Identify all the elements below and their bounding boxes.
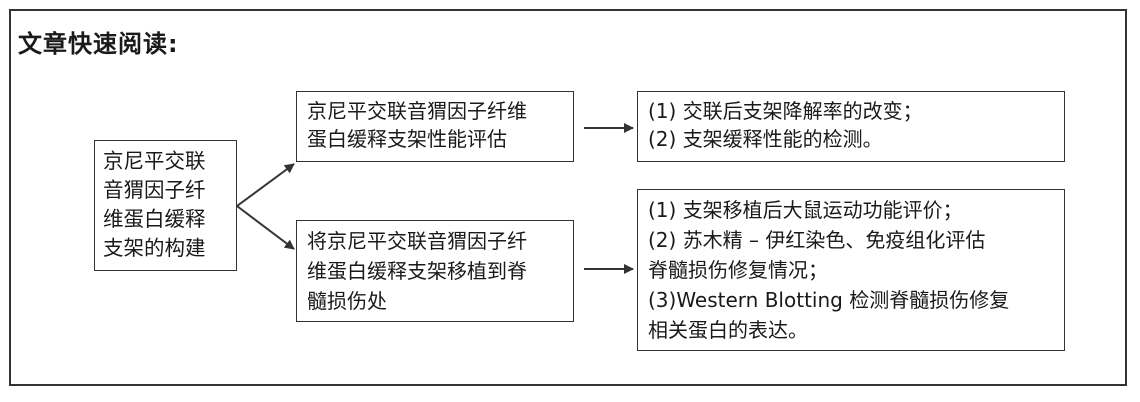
box-line: 支架的构建 [103,236,206,260]
box-line: (3)Western Blotting 检测脊髓损伤修复 [648,288,1010,312]
box-line: (2) 支架缓释性能的检测。 [648,127,883,151]
box-line: 相关蛋白的表达。 [648,318,808,342]
box-line: 京尼平交联音猬因子纤维 [307,99,527,123]
evaluation-items-box: (1) 交联后支架降解率的改变； (2) 支架缓释性能的检测。 [637,91,1065,162]
box-line: 京尼平交联 [103,149,206,173]
box-line: (1) 支架移植后大鼠运动功能评价； [648,198,963,222]
diagram-frame [9,9,1127,386]
implantation-box: 将京尼平交联音猬因子纤 维蛋白缓释支架移植到脊 髓损伤处 [296,220,574,322]
box-line: (1) 交联后支架降解率的改变； [648,99,923,123]
construction-box: 京尼平交联 音猬因子纤 维蛋白缓释 支架的构建 [94,140,237,271]
implantation-items-box: (1) 支架移植后大鼠运动功能评价； (2) 苏木精 – 伊红染色、免疫组化评估… [637,189,1065,351]
box-line: 髓损伤处 [307,289,387,313]
diagram-title: 文章快速阅读: [18,30,179,58]
box-line: 将京尼平交联音猬因子纤 [307,229,527,253]
box-line: 维蛋白缓释支架移植到脊 [307,259,527,283]
performance-evaluation-box: 京尼平交联音猬因子纤维 蛋白缓释支架性能评估 [296,91,574,162]
box-line: 脊髓损伤修复情况； [648,258,828,282]
box-line: (2) 苏木精 – 伊红染色、免疫组化评估 [648,228,986,252]
box-line: 蛋白缓释支架性能评估 [307,127,507,151]
box-line: 维蛋白缓释 [103,207,206,231]
box-line: 音猬因子纤 [103,178,206,202]
